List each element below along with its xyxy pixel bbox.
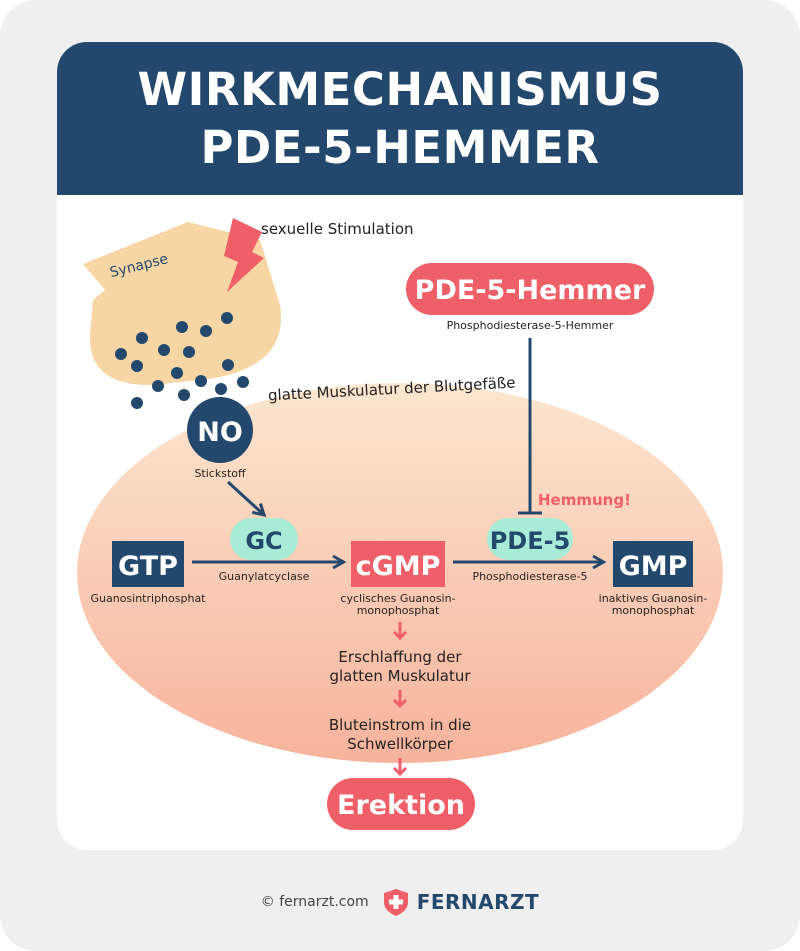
lightning-icon [224, 218, 264, 292]
cgmp-caption-line-1: cyclisches Guanosin- [340, 592, 455, 605]
title-line-2: PDE-5-HEMMER [200, 120, 600, 174]
inhibition-label: Hemmung! [538, 491, 631, 509]
gmp-caption-line-1: inaktives Guanosin- [599, 592, 708, 605]
relaxation-line-1: Erschlaffung der [338, 648, 462, 666]
gmp-box [613, 541, 693, 587]
no-arrow [226, 480, 267, 518]
synapse: Synapse [83, 222, 281, 385]
pde5-label: PDE-5 [490, 527, 571, 555]
step-arrows [392, 622, 408, 777]
gmp-caption-line-2: monophosphat [612, 604, 695, 617]
shield-cross-icon [383, 889, 408, 916]
cgmp-label: cGMP [356, 551, 441, 582]
cgmp-box [351, 541, 445, 587]
bloodflow-line-1: Bluteinstrom in die [329, 716, 471, 734]
no-circle [187, 397, 253, 463]
gtp-label: GTP [118, 551, 178, 582]
inhibitor-title: PDE-5-Hemmer [415, 275, 646, 306]
stimulus-label: sexuelle Stimulation [261, 220, 414, 238]
down-arrow-icon [392, 758, 408, 777]
no-molecules [115, 312, 249, 409]
relaxation-line-2: glatten Muskulatur [329, 667, 471, 685]
down-arrow-icon [392, 622, 408, 641]
result-label: Erektion [337, 790, 465, 821]
gtp-caption: Guanosintriphosphat [90, 592, 206, 605]
result-pill [327, 778, 475, 830]
bloodflow-line-2: Schwellkörper [347, 735, 453, 753]
gmp-label: GMP [619, 551, 688, 582]
footer: © fernarzt.com FERNARZT [0, 880, 800, 924]
brand-logo: FERNARZT [381, 887, 540, 917]
no-label: NO [197, 417, 243, 448]
gc-label: GC [245, 527, 282, 555]
inhibitor-subtitle: Phosphodiesterase-5-Hemmer [447, 319, 614, 332]
gtp-box [112, 541, 184, 587]
gc-pill [230, 518, 298, 560]
gc-caption: Guanylatcyclase [219, 570, 310, 583]
no-caption: Stickstoff [194, 467, 246, 480]
cgmp-caption-line-2: monophosphat [357, 604, 440, 617]
pde5-pill [487, 518, 573, 560]
copyright-link[interactable]: © fernarzt.com [260, 894, 369, 910]
pde5-caption: Phosphodiesterase-5 [472, 570, 587, 583]
inhibitor-pill [406, 263, 654, 315]
title-banner: WIRKMECHANISMUS PDE-5-HEMMER [57, 42, 743, 195]
down-arrow-icon [392, 690, 408, 709]
title-line-1: WIRKMECHANISMUS [137, 62, 663, 116]
brand-name: FERNARZT [416, 890, 540, 914]
